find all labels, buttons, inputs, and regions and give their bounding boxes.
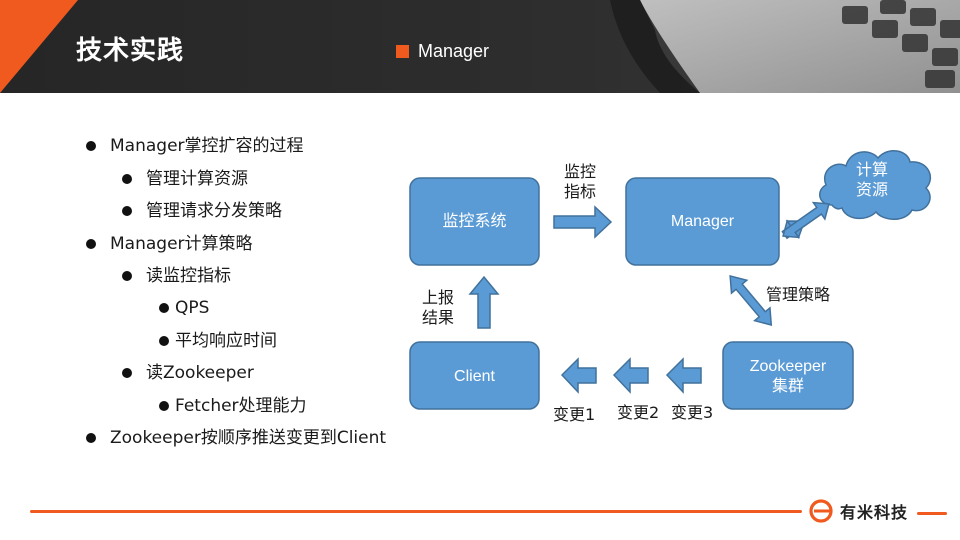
edge-label-change-1: 变更1: [553, 405, 595, 425]
footer-divider-right: [917, 512, 947, 515]
arrow-change-1: [562, 359, 596, 392]
arrow-change-2: [614, 359, 648, 392]
brand-logo: 有米科技: [808, 498, 908, 524]
edge-label-report-results: 上报: [418, 288, 458, 308]
edge-label-change-2: 变更2: [617, 403, 659, 423]
arrow-manager-resources-double: [777, 196, 834, 245]
manager-node-label: Manager: [626, 212, 779, 232]
arrow-client-to-monitor: [470, 277, 498, 328]
client-node-label: Client: [410, 367, 539, 387]
resources-cloud-sublabel: 资源: [842, 181, 902, 201]
edge-label-report-results-2: 结果: [418, 308, 458, 328]
monitor-node-label: 监控系统: [410, 212, 539, 232]
brand-logo-icon: [808, 498, 834, 524]
footer-divider: [30, 510, 802, 513]
brand-name: 有米科技: [840, 499, 908, 523]
arrow-monitor-to-manager: [554, 207, 611, 237]
edge-label-monitor-metrics: 监控: [560, 162, 600, 182]
arrow-change-3: [667, 359, 701, 392]
edge-label-manage-policy: 管理策略: [766, 285, 830, 305]
resources-cloud-label: 计算: [842, 161, 902, 181]
zookeeper-node-sublabel: 集群: [723, 377, 853, 397]
edge-label-change-3: 变更3: [671, 403, 713, 423]
edge-label-monitor-metrics-2: 指标: [560, 182, 600, 202]
zookeeper-node-label: Zookeeper: [723, 357, 853, 377]
